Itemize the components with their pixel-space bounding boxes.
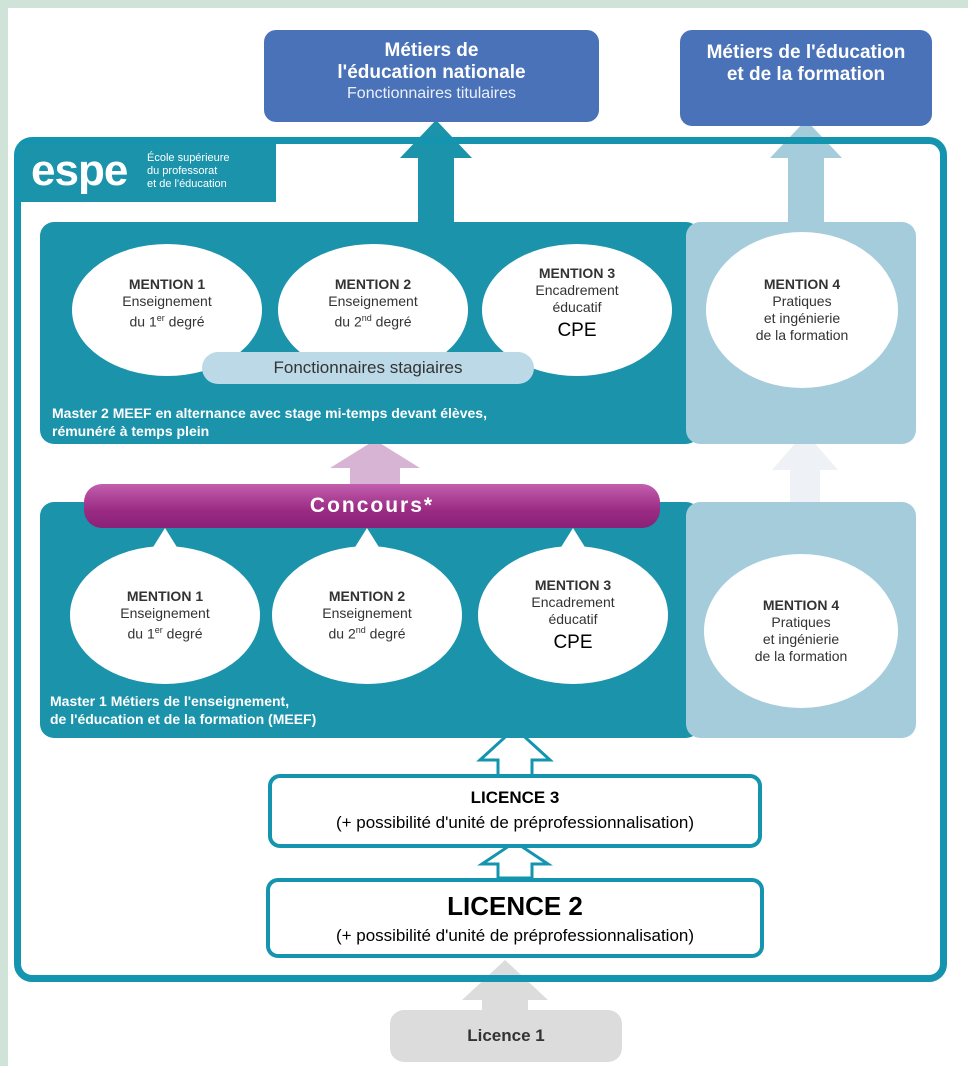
m1-mention1-oval: MENTION 1 Enseignement du 1er degré [70, 546, 260, 684]
top-right-title-2: et de la formation [726, 64, 886, 85]
m2-mention3-line2: éducatif [552, 298, 602, 315]
espe-logo-mark: espe [31, 146, 128, 195]
m1-mention2-title: MENTION 2 [328, 587, 406, 604]
m2-mention4-line3: de la formation [755, 327, 849, 343]
arrow-to-education-nationale [400, 120, 472, 222]
master2-caption-line2: rémunéré à temps plein [52, 423, 210, 439]
m1-mention3-cpe: CPE [553, 631, 593, 653]
top-right-title-1: Métiers de l'éducation [706, 42, 906, 63]
licence1-label: Licence 1 [467, 1026, 545, 1045]
m1-mention4-title: MENTION 4 [762, 597, 840, 613]
m2-mention2-title: MENTION 2 [334, 275, 412, 292]
espe-logo-line2: du professorat [147, 165, 218, 177]
master2-caption-line1: Master 2 MEEF en alternance avec stage m… [52, 405, 487, 421]
m2-mention3-line1: Encadrement [535, 281, 619, 298]
m1-mention1-line2: du 1er degré [127, 624, 203, 642]
top-left-subtitle: Fonctionnaires titulaires [347, 85, 516, 102]
top-box-education-formation: Métiers de l'éducation et de la formatio… [680, 30, 932, 126]
m1-mention3-title: MENTION 3 [534, 576, 612, 593]
licence3-sub: (+ possibilité d'unité de préprofessionn… [335, 813, 695, 832]
licence2-sub: (+ possibilité d'unité de préprofessionn… [335, 926, 695, 945]
m1-mention4-line2: et ingénierie [762, 631, 840, 647]
espe-logo: espe École supérieure du professorat et … [21, 144, 276, 202]
arrow-concours-up [330, 440, 420, 486]
top-box-education-nationale: Métiers de l'éducation nationale Fonctio… [264, 30, 599, 122]
m1-mention4-line3: de la formation [754, 648, 848, 664]
m2-mention2-line1: Enseignement [328, 292, 418, 309]
pill-label: Fonctionnaires stagiaires [273, 358, 463, 377]
top-left-title-2: l'éducation nationale [337, 62, 526, 83]
arrow-mention4-up [772, 432, 838, 556]
master1-caption-line2: de l'éducation et de la formation (MEEF) [50, 711, 317, 727]
m2-mention1-line1: Enseignement [122, 292, 212, 309]
m2-mention3-cpe: CPE [557, 319, 597, 341]
m1-mention2-oval: MENTION 2 Enseignement du 2nd degré [272, 546, 462, 684]
top-left-title-1: Métiers de [384, 40, 479, 61]
arrow-to-education-formation [770, 120, 842, 222]
concours-label: Concours* [309, 494, 435, 517]
m2-mention4-line1: Pratiques [772, 293, 832, 309]
espe-logo-line1: École supérieure [147, 152, 230, 164]
m2-mention1-line2: du 1er degré [129, 312, 205, 330]
m2-mention4-line2: et ingénierie [763, 310, 841, 326]
m1-mention4-line1: Pratiques [771, 614, 831, 630]
m2-mention3-title: MENTION 3 [538, 264, 616, 281]
m1-mention2-line2: du 2nd degré [328, 624, 406, 642]
espe-logo-line3: et de l'éducation [147, 178, 227, 190]
fonctionnaires-stagiaires-pill: Fonctionnaires stagiaires [202, 352, 534, 384]
m1-mention3-oval: MENTION 3 Encadrement éducatif CPE [478, 546, 668, 684]
arrow-licence1-up [462, 960, 548, 1020]
m1-mention4-oval: MENTION 4 Pratiques et ingénierie de la … [704, 554, 898, 708]
m1-mention1-line1: Enseignement [120, 604, 210, 621]
master1-caption: Master 1 Métiers de l'enseignement, de l… [50, 692, 670, 728]
master2-caption: Master 2 MEEF en alternance avec stage m… [52, 404, 692, 440]
m1-mention3-line2: éducatif [548, 610, 598, 627]
m2-mention1-title: MENTION 1 [128, 275, 206, 292]
licence3-title: LICENCE 3 [470, 788, 560, 807]
m1-mention3-line1: Encadrement [531, 593, 615, 610]
m1-mention1-title: MENTION 1 [126, 587, 204, 604]
licence3-box: LICENCE 3 (+ possibilité d'unité de prép… [268, 774, 762, 848]
licence1-box: Licence 1 [390, 1010, 622, 1062]
m2-mention2-line2: du 2nd degré [334, 312, 412, 330]
concours-bar: Concours* [84, 484, 660, 528]
m1-mention2-line1: Enseignement [322, 604, 412, 621]
m2-mention4-oval: MENTION 4 Pratiques et ingénierie de la … [706, 232, 898, 388]
master1-caption-line1: Master 1 Métiers de l'enseignement, [50, 693, 290, 709]
espe-frame [14, 137, 947, 982]
licence2-title: LICENCE 2 [447, 891, 583, 921]
licence2-box: LICENCE 2 (+ possibilité d'unité de prép… [266, 878, 764, 958]
m2-mention4-title: MENTION 4 [763, 276, 841, 292]
